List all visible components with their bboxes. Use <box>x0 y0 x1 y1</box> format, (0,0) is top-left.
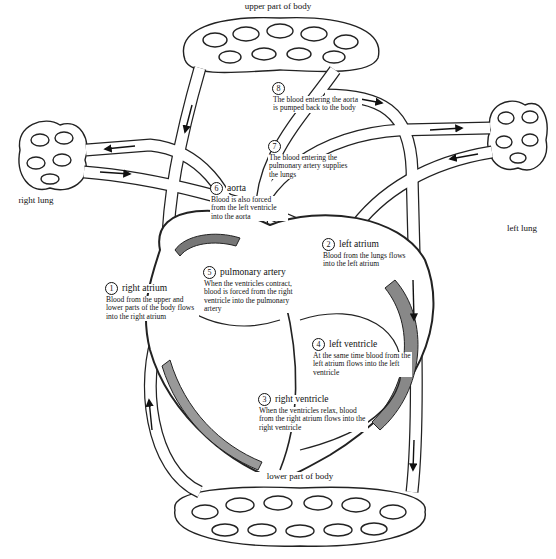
callout-heading-row: 2left atrium <box>322 238 412 251</box>
callout-note: 7The blood entering the pulmonary artery… <box>268 140 358 179</box>
callout-note: 8The blood entering the aorta is pumped … <box>272 82 362 113</box>
flow-arrows-part <box>185 105 192 132</box>
lower-body-capillaries-part <box>324 524 352 536</box>
lower-body-capillaries-part <box>248 524 276 536</box>
callout-heading-row: 1right atrium <box>105 282 199 295</box>
part-name: right atrium <box>121 284 168 294</box>
upper-body-capillaries-part <box>287 48 311 60</box>
heart-outline-part <box>146 211 434 479</box>
callout-number: 5 <box>203 266 216 279</box>
right-lung-shape-part <box>41 174 59 184</box>
flow-arrows-part <box>100 172 130 174</box>
callout-heading-row: 7 <box>268 140 358 153</box>
lower-body-capillaries-part <box>286 525 314 537</box>
left-lung-shape-part <box>522 111 538 123</box>
callout-note: 5pulmonary arteryWhen the ventricles con… <box>203 266 301 313</box>
right-lung-shape-part <box>53 154 71 166</box>
callout-number: 7 <box>268 140 281 153</box>
flow-arrows-part <box>430 128 462 130</box>
lower-body-capillaries-part <box>304 496 332 510</box>
region-label: upper part of body <box>228 2 328 11</box>
callout-note: 4left ventricleAt the same time blood fr… <box>312 338 412 377</box>
callout-description: Blood from the lungs flows into the left… <box>322 252 412 269</box>
heart-outline-part <box>280 300 296 470</box>
lower-body-capillaries <box>175 487 426 546</box>
left-lung-shape-part <box>522 134 538 146</box>
callout-heading-row: 6aorta <box>210 182 288 195</box>
callout-note: 1right atriumBlood from the upper and lo… <box>105 282 199 321</box>
flow-arrows <box>100 98 478 470</box>
region-label: lower part of body <box>250 472 350 481</box>
lower-body-capillaries-part <box>380 505 406 519</box>
upper-body-capillaries <box>183 18 378 73</box>
right-lung-shape-part <box>27 157 45 169</box>
right-lung-shape-part <box>55 132 73 144</box>
lower-body-capillaries-part <box>175 487 426 546</box>
callout-number: 1 <box>105 282 118 295</box>
lower-body-capillaries-part <box>361 523 387 535</box>
callout-note: 3right ventricleWhen the ventricles rela… <box>258 393 368 432</box>
callout-number: 4 <box>312 338 325 351</box>
callout-number: 6 <box>210 182 223 195</box>
callout-heading-row: 4left ventricle <box>312 338 412 351</box>
vessel-walls <box>84 68 492 492</box>
lower-body-capillaries-part <box>342 498 370 512</box>
upper-body-capillaries-part <box>252 48 276 60</box>
callout-heading-row: 5pulmonary artery <box>203 266 301 279</box>
callout-description: The blood entering the aorta is pumped b… <box>272 96 362 113</box>
callout-heading-row: 8 <box>272 82 362 95</box>
callout-description: The blood entering the pulmonary artery … <box>268 154 358 179</box>
left-lung-shape-part <box>510 153 526 163</box>
callout-description: When the ventricles relax, blood from th… <box>258 407 368 432</box>
lower-body-capillaries-part <box>212 524 238 536</box>
callout-number: 8 <box>272 82 285 95</box>
upper-body-capillaries-part <box>323 51 345 63</box>
heart-outline-part <box>162 360 262 470</box>
part-name: pulmonary artery <box>219 268 287 278</box>
lower-body-capillaries-part <box>264 496 292 510</box>
flow-arrows-part <box>105 146 135 149</box>
region-label: left lung <box>504 224 540 233</box>
upper-body-capillaries-part <box>219 51 241 63</box>
heart-outline-part <box>175 234 240 256</box>
callout-number: 3 <box>258 393 271 406</box>
right-lung-shape <box>19 121 87 190</box>
left-lung-shape-part <box>496 136 512 148</box>
upper-body-capillaries-part <box>183 18 378 73</box>
left-lung-shape-part <box>488 101 547 170</box>
callout-note: 6aortaBlood is also forced from the left… <box>210 182 288 221</box>
flow-arrows-part <box>413 280 414 320</box>
flow-arrows-part <box>450 154 478 159</box>
right-lung-shape-part <box>19 121 87 190</box>
callout-description: Blood is also forced from the left ventr… <box>210 196 288 221</box>
left-lung-shape-part <box>498 112 514 124</box>
part-name: right ventricle <box>274 395 330 405</box>
upper-body-capillaries-part <box>267 24 293 38</box>
vessel-lumen <box>84 68 492 492</box>
lower-body-capillaries-part <box>192 505 218 519</box>
region-label: right lung <box>18 196 54 205</box>
part-name: aorta <box>226 184 247 194</box>
flow-arrows-part <box>149 400 152 430</box>
upper-body-capillaries-part <box>203 33 227 47</box>
right-lung-shape-part <box>31 134 49 146</box>
part-name: left ventricle <box>328 340 378 350</box>
left-lung-shape <box>488 101 547 170</box>
heart-outline <box>146 211 434 479</box>
callout-heading-row: 3right ventricle <box>258 393 368 406</box>
callout-number: 2 <box>322 238 335 251</box>
callout-note: 2left atriumBlood from the lungs flows i… <box>322 238 412 269</box>
upper-body-capillaries-part <box>334 35 358 49</box>
callout-description: Blood from the upper and lower parts of … <box>105 296 199 321</box>
flow-arrows-part <box>413 440 414 470</box>
callout-description: When the ventricles contract, blood is f… <box>203 280 301 313</box>
upper-body-capillaries-part <box>301 27 327 41</box>
callout-description: At the same time blood from the left atr… <box>312 352 412 377</box>
lower-body-capillaries-part <box>226 498 254 512</box>
part-name: left atrium <box>338 240 380 250</box>
upper-body-capillaries-part <box>233 27 259 41</box>
